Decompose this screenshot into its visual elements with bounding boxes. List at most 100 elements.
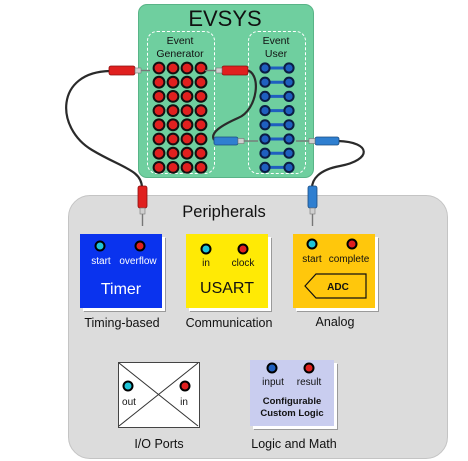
generator-port-icon[interactable] — [194, 75, 208, 89]
io-pin-in-label: in — [180, 397, 188, 408]
event-generator-box — [147, 31, 215, 174]
user-row — [259, 90, 295, 103]
user-port-icon[interactable] — [259, 119, 271, 131]
event-user-label: Event User — [262, 35, 290, 60]
logic-pin-input-label: input — [262, 377, 284, 388]
generator-port-icon[interactable] — [180, 132, 194, 146]
usart-name: USART — [200, 280, 254, 297]
generator-port-icon[interactable] — [194, 61, 208, 75]
user-port-icon[interactable] — [259, 76, 271, 88]
io-caption: I/O Ports — [134, 437, 184, 451]
generator-port-icon[interactable] — [152, 61, 166, 75]
user-row — [259, 147, 295, 159]
generator-port-icon[interactable] — [194, 132, 208, 146]
port-dot-icon[interactable] — [237, 243, 249, 255]
usart-pin-in-label: in — [202, 258, 210, 269]
generator-port-icon[interactable] — [152, 104, 166, 117]
port-dot-icon[interactable] — [134, 240, 146, 252]
generator-port-icon[interactable] — [166, 61, 180, 75]
cable-internal[interactable] — [212, 68, 257, 141]
cable-timer[interactable] — [65, 69, 144, 189]
user-port-icon[interactable] — [283, 62, 295, 74]
generator-port-icon[interactable] — [180, 146, 194, 160]
user-port-icon[interactable] — [259, 147, 271, 159]
red-plug-icon[interactable] — [108, 65, 150, 76]
generator-port-icon[interactable] — [152, 146, 166, 160]
port-dot-icon[interactable] — [266, 362, 278, 374]
generator-port-icon[interactable] — [194, 161, 208, 174]
generator-port-icon[interactable] — [180, 104, 194, 117]
blue-plug-icon[interactable] — [307, 185, 318, 226]
evsys-panel — [138, 4, 314, 178]
user-row — [259, 105, 295, 117]
user-row — [259, 161, 295, 173]
user-row — [259, 133, 295, 145]
port-dot-icon[interactable] — [303, 362, 315, 374]
generator-port-icon[interactable] — [166, 146, 180, 160]
red-plug-icon[interactable] — [205, 65, 249, 76]
user-port-icon[interactable] — [283, 105, 295, 117]
user-port-icon[interactable] — [283, 90, 295, 103]
generator-port-icon[interactable] — [180, 61, 194, 75]
user-port-icon[interactable] — [283, 161, 295, 173]
generator-row — [152, 132, 208, 146]
cable-analog[interactable] — [310, 139, 365, 189]
blue-plug-icon[interactable] — [296, 136, 340, 146]
generator-row — [152, 118, 208, 132]
generator-port-icon[interactable] — [166, 132, 180, 146]
generator-port-icon[interactable] — [152, 132, 166, 146]
generator-port-icon[interactable] — [180, 75, 194, 89]
generator-port-icon[interactable] — [166, 161, 180, 174]
timer-card[interactable]: start overflow Timer — [80, 234, 162, 308]
generator-port-icon[interactable] — [152, 161, 166, 174]
port-dot-icon[interactable] — [306, 238, 318, 250]
generator-port-icon[interactable] — [180, 118, 194, 132]
user-row — [259, 76, 295, 88]
user-port-icon[interactable] — [283, 147, 295, 159]
generator-port-icon[interactable] — [166, 118, 180, 132]
generator-port-icon[interactable] — [194, 104, 208, 117]
logic-card[interactable]: input result Configurable Custom Logic — [250, 360, 334, 426]
generator-port-icon[interactable] — [152, 75, 166, 89]
user-port-icon[interactable] — [283, 133, 295, 145]
generator-row — [152, 161, 208, 174]
user-port-icon[interactable] — [259, 90, 271, 103]
generator-port-icon[interactable] — [194, 118, 208, 132]
generator-port-icon[interactable] — [152, 118, 166, 132]
generator-port-icon[interactable] — [194, 90, 208, 103]
port-dot-icon[interactable] — [200, 243, 212, 255]
generator-port-icon[interactable] — [152, 90, 166, 103]
x-cross-icon — [118, 362, 199, 427]
port-dot-icon[interactable] — [179, 380, 191, 392]
user-row — [259, 119, 295, 131]
generator-port-icon[interactable] — [166, 90, 180, 103]
generator-row — [152, 75, 208, 89]
generator-port-icon[interactable] — [180, 90, 194, 103]
usart-card[interactable]: in clock USART — [186, 234, 268, 308]
user-port-icon[interactable] — [259, 105, 271, 117]
blue-plug-icon[interactable] — [213, 136, 258, 146]
port-dot-icon[interactable] — [122, 380, 134, 392]
port-dot-icon[interactable] — [346, 238, 358, 250]
generator-port-icon[interactable] — [194, 146, 208, 160]
event-generator-label: Event Generator — [156, 35, 204, 60]
generator-port-icon[interactable] — [166, 104, 180, 117]
generator-row — [152, 104, 208, 117]
user-port-icon[interactable] — [283, 119, 295, 131]
logic-caption: Logic and Math — [251, 437, 337, 451]
port-dot-icon[interactable] — [94, 240, 106, 252]
generator-port-icon[interactable] — [166, 75, 180, 89]
event-generator-grid — [152, 61, 208, 174]
evsys-title: EVSYS — [188, 6, 262, 31]
user-port-icon[interactable] — [283, 76, 295, 88]
user-port-icon[interactable] — [259, 161, 271, 173]
adc-arrow-icon: ADC — [304, 273, 367, 299]
generator-row — [152, 61, 208, 75]
red-plug-icon[interactable] — [137, 185, 148, 226]
usart-caption: Communication — [185, 316, 273, 330]
user-port-icon[interactable] — [259, 133, 271, 145]
event-user-grid — [259, 62, 295, 173]
user-port-icon[interactable] — [259, 62, 271, 74]
generator-port-icon[interactable] — [180, 161, 194, 174]
